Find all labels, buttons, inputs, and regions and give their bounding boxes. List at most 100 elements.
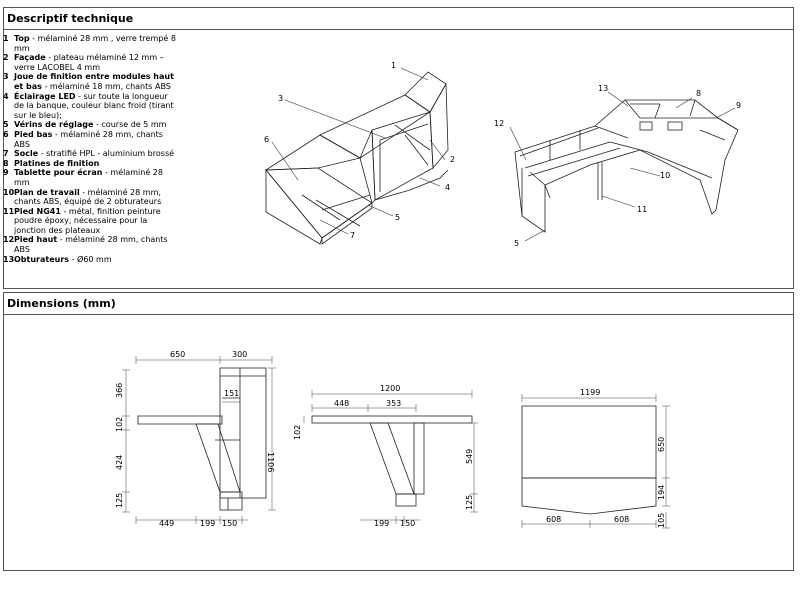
callout-7: 7 <box>350 231 355 240</box>
dim-front-125: 125 <box>465 495 474 510</box>
spec-item: 3 Joue de finition entre modules haut et … <box>3 72 178 91</box>
callout-1: 1 <box>391 61 396 70</box>
spec-number: 12 <box>3 235 15 245</box>
technical-title: Descriptif technique <box>4 8 793 30</box>
spec-number: 4 <box>3 91 9 101</box>
callout-3: 3 <box>278 94 283 103</box>
spec-term: Vérins de réglage <box>14 120 94 130</box>
spec-number: 13 <box>3 254 15 264</box>
spec-term: Top <box>14 34 30 43</box>
spec-term: Tablette pour écran <box>14 168 103 178</box>
dim-top-1199: 1199 <box>580 388 600 397</box>
dim-side-199: 199 <box>200 519 215 528</box>
spec-number: 3 <box>3 72 9 82</box>
technical-panel: Descriptif technique <box>3 7 794 289</box>
side-view <box>137 367 267 511</box>
callout-6: 6 <box>264 135 269 144</box>
callout-2: 2 <box>450 155 455 164</box>
spec-term: Façade <box>14 53 46 63</box>
spec-term: Platines de finition <box>14 158 100 168</box>
spec-list: 1 Top - mélaminé 28 mm , verre trempé 8 m… <box>3 34 178 264</box>
dim-side-449: 449 <box>159 519 174 528</box>
dim-front-1200: 1200 <box>380 384 400 393</box>
callout-8: 8 <box>696 89 701 98</box>
spec-item: 1 Top - mélaminé 28 mm , verre trempé 8 m… <box>3 34 178 53</box>
dim-side-125: 125 <box>115 493 124 508</box>
spec-number: 6 <box>3 129 9 139</box>
iso-desk-right <box>514 99 739 233</box>
spec-number: 10 <box>3 187 15 197</box>
callout-5b: 5 <box>514 239 519 248</box>
spec-item: 5 Vérins de réglage - course de 5 mm <box>3 120 178 130</box>
dimensions-title: Dimensions (mm) <box>4 293 793 315</box>
dim-top-194: 194 <box>657 485 666 500</box>
callout-13: 13 <box>598 84 608 93</box>
spec-item: 7 Socle - stratifié HPL - aluminium bross… <box>3 149 178 159</box>
spec-description: - mélaminé 28 mm, chants ABS <box>14 129 163 149</box>
spec-term: Socle <box>14 149 39 159</box>
spec-item: 9 Tablette pour écran - mélaminé 28 mm <box>3 168 178 187</box>
spec-description: - mélaminé 28 mm, chants ABS, équipé de … <box>14 187 162 207</box>
spec-term: Pied haut <box>14 235 58 245</box>
dim-side-1106: 1106 <box>266 452 275 472</box>
spec-item: 6 Pied bas - mélaminé 28 mm, chants ABS <box>3 130 178 149</box>
callout-10: 10 <box>660 171 670 180</box>
callout-5: 5 <box>395 213 400 222</box>
dim-front-199: 199 <box>374 519 389 528</box>
spec-number: 5 <box>3 120 9 130</box>
spec-term: Pied NG41 <box>14 206 61 216</box>
spec-description: - mélaminé 28 mm <box>14 168 163 187</box>
spec-number: 9 <box>3 168 9 178</box>
spec-item: 8 Platines de finition <box>3 159 178 169</box>
spec-number: 1 <box>3 34 9 43</box>
callout-4: 4 <box>445 183 450 192</box>
spec-item: 4 Éclairage LED - sur toute la longueur d… <box>3 92 178 121</box>
dim-side-300: 300 <box>232 350 247 359</box>
dim-top-608b: 608 <box>614 515 629 524</box>
spec-term: Pied bas <box>14 129 53 139</box>
dim-front-150: 150 <box>400 519 415 528</box>
dim-front-448: 448 <box>334 399 349 408</box>
dim-side-151: 151 <box>224 389 239 398</box>
spec-description: - stratifié HPL - aluminium brossé <box>38 149 175 159</box>
spec-description: - plateau mélaminé 12 mm – verre LACOBEL… <box>14 53 164 72</box>
callout-11: 11 <box>637 205 647 214</box>
dim-side-366: 366 <box>115 383 124 398</box>
spec-term: Plan de travail <box>14 187 80 197</box>
dim-top-105: 105 <box>657 513 666 528</box>
dim-front-353: 353 <box>386 399 401 408</box>
top-view <box>521 405 657 515</box>
spec-description: - mélaminé 28 mm, chants ABS <box>14 235 168 255</box>
spec-description: - Ø60 mm <box>69 254 112 264</box>
dim-side-650: 650 <box>170 350 185 359</box>
iso-desk-left <box>264 71 449 245</box>
spec-term: Obturateurs <box>14 254 70 264</box>
dim-side-424: 424 <box>115 455 124 470</box>
dim-side-150: 150 <box>222 519 237 528</box>
spec-number: 2 <box>3 53 9 63</box>
spec-description: - mélaminé 28 mm , verre trempé 8 mm <box>14 34 176 53</box>
spec-number: 7 <box>3 149 9 159</box>
spec-number: 11 <box>3 206 15 216</box>
spec-description: - métal, finition peinture poudre époxy,… <box>14 206 161 235</box>
spec-description: - course de 5 mm <box>93 120 167 130</box>
spec-term: Éclairage LED <box>14 91 76 101</box>
spec-term: Joue de finition entre modules haut et b… <box>14 72 174 91</box>
dim-front-102: 102 <box>293 425 302 440</box>
front-view <box>311 415 473 507</box>
callout-9: 9 <box>736 101 741 110</box>
spec-description: - sur toute la longueur de la banque, co… <box>14 91 174 120</box>
dim-top-650: 650 <box>657 437 666 452</box>
spec-number: 8 <box>3 158 9 168</box>
dim-front-549: 549 <box>465 449 474 464</box>
dimensions-panel: Dimensions (mm) <box>3 292 794 571</box>
callout-12: 12 <box>494 119 504 128</box>
spec-item: 2 Façade - plateau mélaminé 12 mm – verre… <box>3 53 178 72</box>
spec-description: - mélaminé 18 mm, chants ABS <box>41 81 171 91</box>
dim-side-102: 102 <box>115 417 124 432</box>
